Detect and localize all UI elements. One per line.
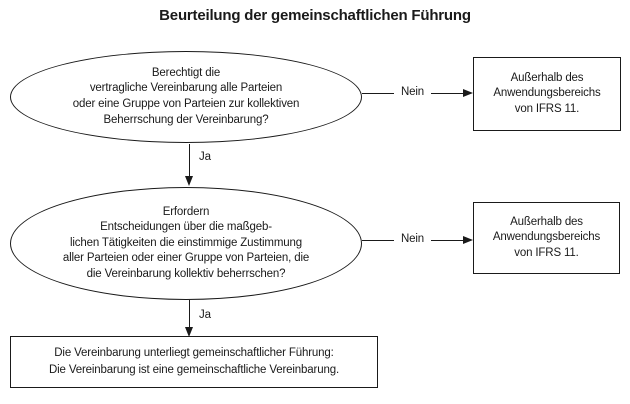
edge-q1-yes-arrowhead-icon <box>185 176 194 186</box>
outcome-node-outside-scope-1: Außerhalb des Anwendungsbereichs von IFR… <box>473 57 621 131</box>
edge-q2-no-label: Nein <box>400 233 425 246</box>
edge-q2-no-line-right <box>431 239 463 241</box>
question-node-collective-control: Berechtigt die vertragliche Vereinbarung… <box>10 51 362 143</box>
edge-q2-no-arrowhead-icon <box>463 236 473 244</box>
edge-q1-yes-label: Ja <box>199 151 211 163</box>
outcome-node-outside-scope-2-text: Außerhalb des Anwendungsbereichs von IFR… <box>492 215 601 259</box>
outcome-node-outside-scope-1-text: Außerhalb des Anwendungsbereichs von IFR… <box>493 71 601 115</box>
edge-q1-no-arrow: Nein <box>362 84 473 102</box>
edge-q1-yes-line <box>189 144 190 177</box>
question-node-unanimous-consent: Erfordern Entscheidungen über die maßgeb… <box>10 187 362 300</box>
result-node-joint-arrangement: Die Vereinbarung unterliegt gemeinschaft… <box>10 336 378 388</box>
edge-q1-no-label: Nein <box>400 86 425 99</box>
question-node-unanimous-consent-text: Erfordern Entscheidungen über die maßgeb… <box>62 205 310 280</box>
question-node-collective-control-text: Berechtigt die vertragliche Vereinbarung… <box>72 66 300 126</box>
edge-q1-no-line-left <box>362 92 394 94</box>
edge-q2-no-arrow: Nein <box>362 231 473 249</box>
edge-q2-yes-arrowhead-icon <box>185 327 194 337</box>
edge-q2-yes-label: Ja <box>199 309 211 321</box>
result-node-joint-arrangement-text: Die Vereinbarung unterliegt gemeinschaft… <box>48 346 339 376</box>
edge-q1-no-line-right <box>431 92 463 94</box>
edge-q2-no-line-left <box>362 239 394 241</box>
diagram-title: Beurteilung der gemeinschaftlichen Führu… <box>159 7 471 24</box>
edge-q1-no-arrowhead-icon <box>463 89 473 97</box>
outcome-node-outside-scope-2: Außerhalb des Anwendungsbereichs von IFR… <box>473 202 620 274</box>
edge-q2-yes-line <box>189 300 190 328</box>
